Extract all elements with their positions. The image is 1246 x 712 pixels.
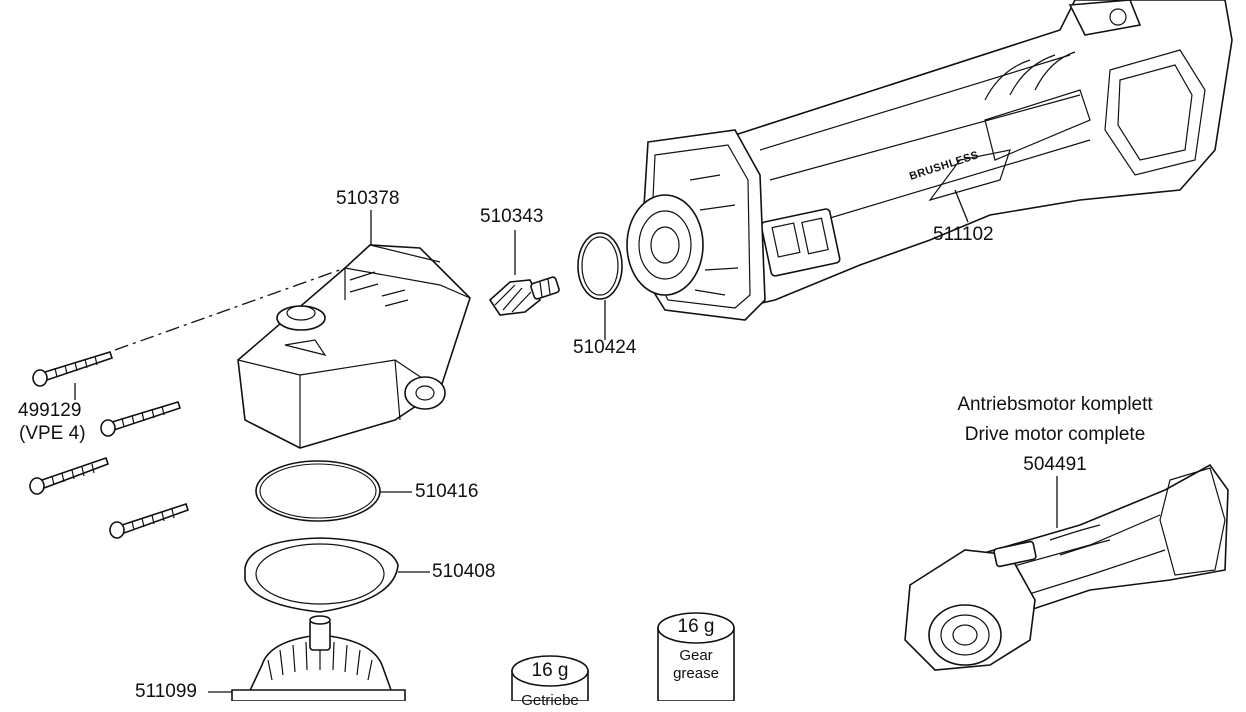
drive-motor-title-en: Drive motor complete (964, 424, 1146, 445)
grease-tin-1 (511, 655, 589, 701)
gear-housing-510378 (237, 244, 471, 449)
bevel-gear-511099 (231, 615, 406, 701)
leader-511102 (954, 189, 969, 223)
part-label-510408: 510408 (432, 561, 496, 582)
part-label-499129-note: (VPE 4) (19, 423, 86, 444)
part-label-510343: 510343 (480, 206, 544, 227)
grease-tin-2-amount: 16 g (677, 616, 715, 637)
screw-499129 (29, 456, 110, 495)
part-label-511099: 511099 (135, 681, 197, 702)
part-label-510424: 510424 (573, 337, 637, 358)
pinion-510343 (488, 276, 560, 316)
gasket-510408 (244, 537, 399, 613)
screw-499129 (32, 351, 114, 387)
part-label-511102: 511102 (933, 224, 994, 245)
screw-axis-line (114, 267, 346, 351)
o-ring-510424 (577, 232, 623, 300)
part-label-510378: 510378 (336, 188, 400, 209)
screw-499129 (109, 502, 190, 539)
part-label-499129: 499129 (18, 400, 82, 421)
grease-tin-1-amount: 16 g (531, 660, 569, 681)
grinder-body-511102 (626, 0, 1233, 321)
grease-tin-1-name: Getriebe (521, 692, 579, 709)
o-ring-510416 (255, 460, 381, 522)
grease-tin-2-name-line1: Gear (679, 647, 713, 664)
grease-tin-2 (657, 612, 735, 701)
grease-tin-2-name-line2: grease (673, 665, 719, 682)
part-label-510416: 510416 (415, 481, 479, 502)
part-label-504491: 504491 (1023, 454, 1087, 475)
drive-motor-title-de: Antriebsmotor komplett (957, 394, 1153, 415)
screw-499129 (100, 401, 182, 437)
drive-motor-complete-504491 (904, 463, 1229, 671)
